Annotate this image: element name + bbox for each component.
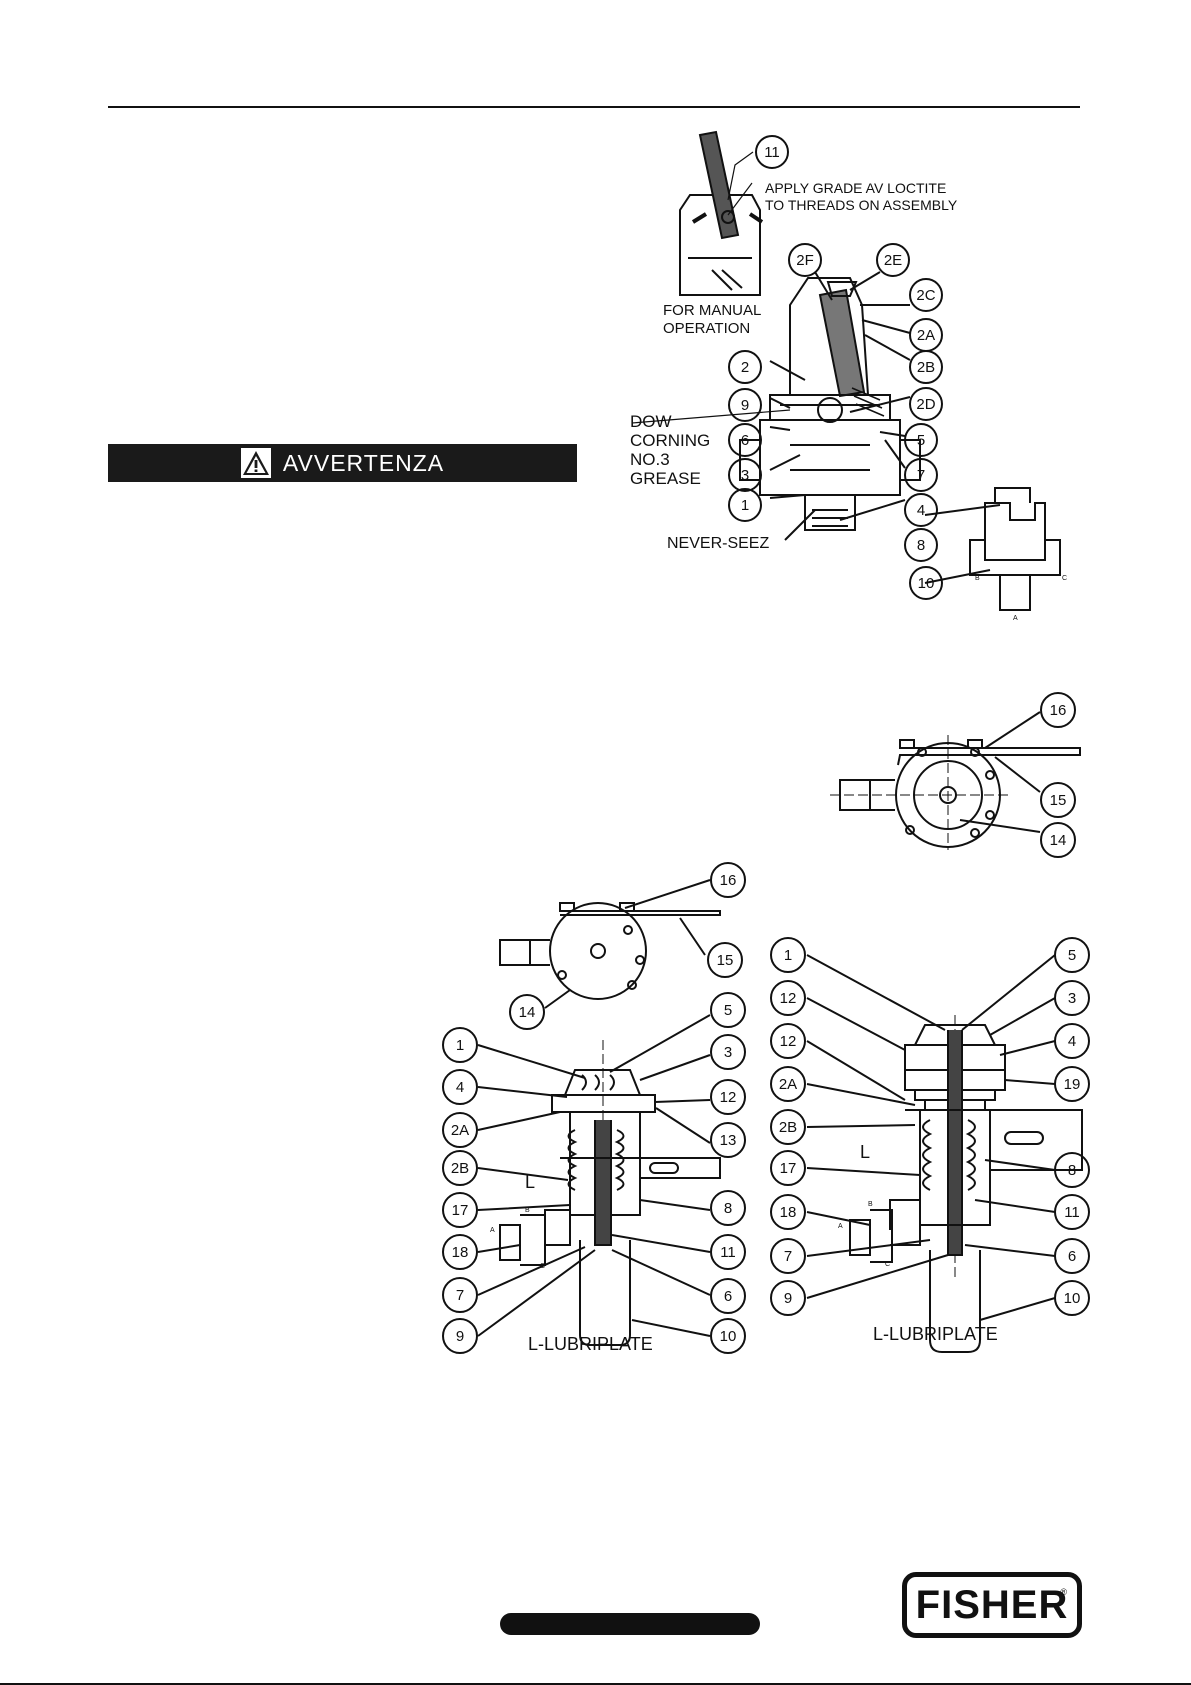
callout-label: 4	[917, 502, 925, 519]
callout-label: 2E	[884, 252, 902, 269]
callout-label: 6	[741, 432, 749, 449]
note-grease-3: NO.3	[630, 450, 670, 469]
callout-label: 10	[918, 575, 935, 592]
callout-label: 5	[917, 432, 925, 449]
note-grease-2: CORNING	[630, 431, 710, 450]
svg-text:A: A	[490, 1227, 495, 1234]
note-manual-1: FOR MANUAL	[663, 302, 761, 319]
callout-label: 2A	[917, 327, 935, 344]
header-rule	[108, 106, 1080, 108]
callout-label: 7	[456, 1287, 464, 1304]
registered-mark: ®	[1060, 1587, 1067, 1597]
callout-label: 7	[917, 467, 925, 484]
right-actuator-drawing: A B C	[770, 937, 1090, 1353]
lube-mark-left: L	[525, 1172, 535, 1192]
callout-label: 9	[741, 397, 749, 414]
callout-label: 8	[1068, 1162, 1076, 1179]
callout-label: 8	[724, 1200, 732, 1217]
caption-left: L-LUBRIPLATE	[528, 1334, 653, 1354]
callout-label: 2D	[916, 396, 935, 413]
callout-label: 11	[1064, 1204, 1080, 1221]
note-grease-1: DOW	[630, 412, 672, 431]
callout-label: 2B	[451, 1160, 469, 1177]
callout-label: 19	[1064, 1076, 1081, 1093]
callout-label: 8	[917, 537, 925, 554]
callout-label: 2A	[451, 1122, 469, 1139]
callout-label: 9	[456, 1328, 464, 1345]
callout-label: 15	[717, 952, 734, 969]
callout-label: 12	[780, 1033, 797, 1050]
footer-tab	[500, 1613, 760, 1635]
note-loctite-2: TO THREADS ON ASSEMBLY	[765, 197, 958, 213]
callout-label: 2B	[779, 1119, 797, 1136]
callout-label: 11	[720, 1244, 736, 1261]
fisher-logo: FISHER ®	[902, 1572, 1082, 1638]
callout-label: 3	[741, 467, 749, 484]
callout-label: 2	[741, 359, 749, 376]
callout-label: 4	[1068, 1033, 1076, 1050]
callout-label: 3	[1068, 990, 1076, 1007]
callout-label: 16	[1050, 702, 1067, 719]
callout-label: 14	[519, 1004, 536, 1021]
callout-label: 3	[724, 1044, 732, 1061]
logo-text: FISHER	[915, 1582, 1069, 1627]
warning-label: AVVERTENZA	[282, 449, 445, 476]
callout-label: 4	[456, 1079, 464, 1096]
callout-label: 7	[784, 1248, 792, 1265]
svg-text:B: B	[868, 1201, 873, 1208]
callout-label: 1	[741, 497, 749, 514]
callout-label: 6	[1068, 1248, 1076, 1265]
callout-label: 16	[720, 872, 737, 889]
lube-mark-right: L	[860, 1142, 870, 1162]
callout-label: 9	[784, 1290, 792, 1307]
callout-label: 11	[764, 144, 780, 161]
callout-label: 13	[720, 1132, 737, 1149]
mid-top-view-drawing	[830, 692, 1081, 858]
left-actuator-drawing: A B C	[442, 862, 746, 1354]
warning-triangle-icon	[240, 448, 271, 478]
callout-label: 18	[780, 1204, 797, 1221]
callout-label: 17	[452, 1202, 469, 1219]
caption-right: L-LUBRIPLATE	[873, 1324, 998, 1344]
callout-label: 12	[780, 990, 797, 1007]
callout-label: 18	[452, 1244, 469, 1261]
svg-text:A: A	[1013, 615, 1018, 622]
warning-banner: AVVERTENZA	[108, 444, 577, 482]
callout-label: 2B	[917, 359, 935, 376]
callout-label: 2F	[796, 252, 814, 269]
note-never-seez: NEVER-SEEZ	[667, 535, 769, 552]
svg-text:C: C	[885, 1261, 890, 1268]
callout-label: 1	[456, 1037, 464, 1054]
top-valve-drawing: B C A	[631, 130, 1067, 622]
callout-label: 14	[1050, 832, 1067, 849]
svg-text:C: C	[1062, 575, 1067, 582]
callout-label: 10	[720, 1328, 737, 1345]
svg-text:B: B	[525, 1207, 530, 1214]
note-loctite-1: APPLY GRADE AV LOCTITE	[765, 180, 946, 196]
callout-label: 12	[720, 1089, 737, 1106]
footer-rule	[0, 1683, 1191, 1685]
svg-text:A: A	[838, 1223, 843, 1230]
callout-label: 2C	[916, 287, 935, 304]
callout-label: 1	[784, 947, 792, 964]
note-grease-4: GREASE	[630, 469, 701, 488]
callout-label: 6	[724, 1288, 732, 1305]
callout-label: 5	[724, 1002, 732, 1019]
callout-label: 5	[1068, 947, 1076, 964]
callout-label: 15	[1050, 792, 1067, 809]
callout-label: 2A	[779, 1076, 797, 1093]
svg-text:B: B	[975, 575, 980, 582]
callout-label: 10	[1064, 1290, 1081, 1307]
note-manual-2: OPERATION	[663, 320, 750, 337]
callout-label: 17	[780, 1160, 797, 1177]
